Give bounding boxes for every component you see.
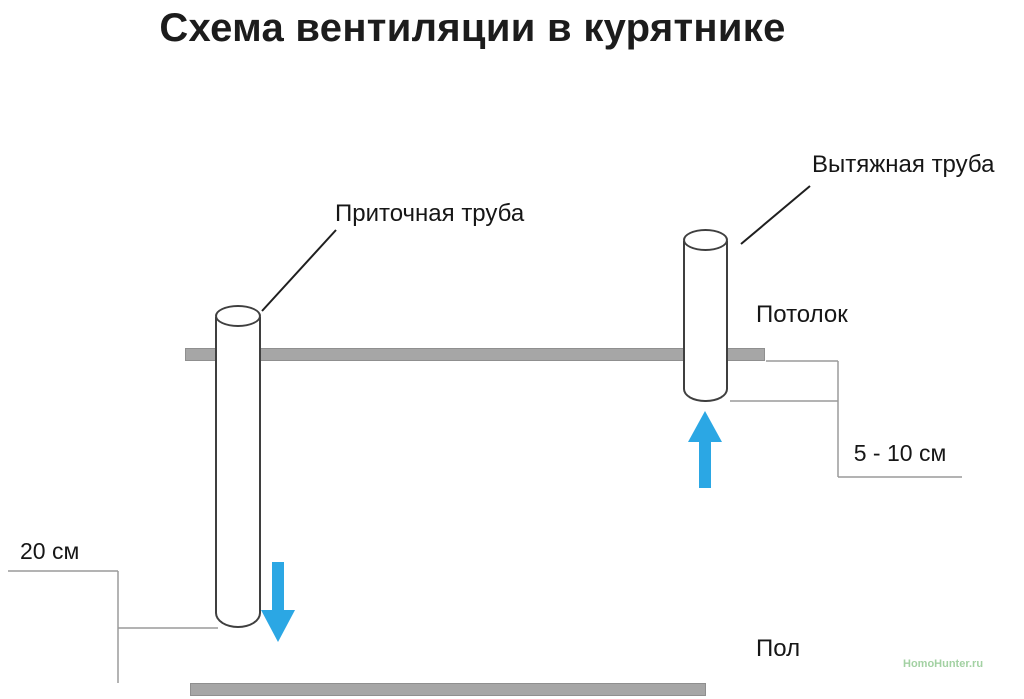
ceiling-label: Потолок [756,301,848,328]
floor-slab [190,683,706,696]
floor-label: Пол [756,635,801,662]
dimension-lines [8,360,962,683]
exhaust-pipe-label: Вытяжная труба [812,151,995,178]
supply-pipe [215,317,261,628]
supply-gap-dimension: 20 см [20,538,80,564]
down-arrow-icon [261,562,295,642]
page-title: Схема вентиляции в курятнике [159,6,786,50]
exhaust-pipe [683,241,728,402]
watermark-text: HomoHunter.ru [903,658,984,670]
exhaust-pipe-opening [683,229,728,251]
up-arrow-icon [688,411,722,488]
exhaust-leader-line [740,185,811,245]
ceiling-slab [185,348,765,361]
supply-pipe-opening [215,305,261,327]
supply-leader-line [261,229,337,312]
supply-pipe-label: Приточная труба [335,200,525,227]
leader-lines [261,185,811,312]
exhaust-gap-dimension: 5 - 10 см [853,440,947,466]
flow-arrows [261,411,722,642]
